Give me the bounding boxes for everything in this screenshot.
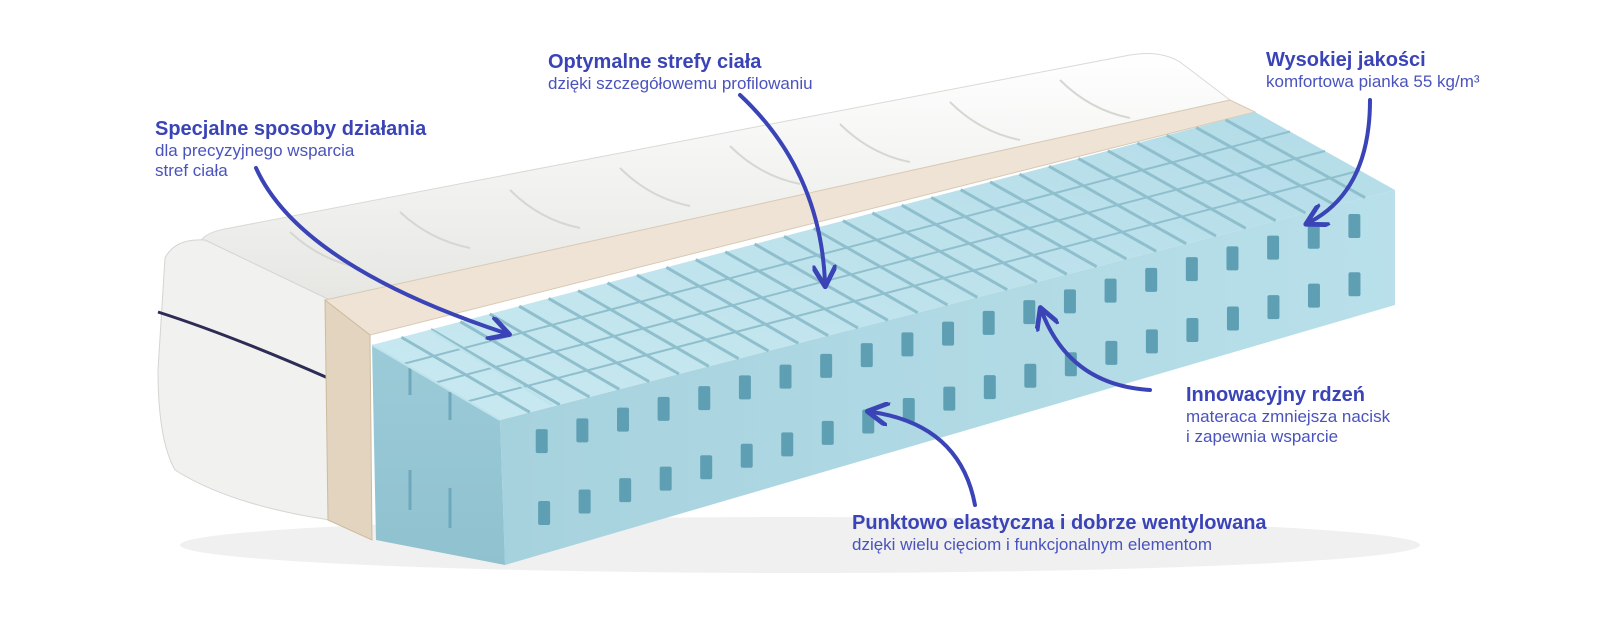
foam-front-cuts bbox=[535, 214, 1361, 525]
front-cutout bbox=[1348, 214, 1361, 239]
arrow-special-modes bbox=[254, 166, 505, 333]
callout-core: Innowacyjny rdzeń materaca zmniejsza nac… bbox=[1186, 383, 1390, 447]
foam-end-slots bbox=[408, 368, 452, 528]
front-cutout bbox=[781, 432, 794, 457]
callout-ventilation: Punktowo elastyczna i dobrze wentylowana… bbox=[852, 511, 1267, 555]
callout-high-quality: Wysokiej jakości komfortowa pianka 55 kg… bbox=[1266, 48, 1480, 92]
front-cutout bbox=[1145, 329, 1158, 354]
arrow-body-zones bbox=[738, 93, 825, 282]
front-cutout bbox=[738, 375, 751, 400]
front-cutout bbox=[1104, 278, 1117, 303]
front-cutout bbox=[1105, 340, 1118, 365]
callout-special-modes: Specjalne sposoby działania dla precyzyj… bbox=[155, 117, 426, 181]
front-cutout bbox=[1023, 300, 1036, 325]
front-cutout bbox=[535, 429, 548, 454]
front-cutout bbox=[902, 398, 915, 423]
front-cutout bbox=[1307, 224, 1320, 249]
arrow-high-quality bbox=[1310, 98, 1372, 222]
front-cutout bbox=[983, 375, 996, 400]
front-cutout bbox=[942, 321, 955, 346]
front-cutout bbox=[659, 466, 672, 491]
front-cutout bbox=[1307, 283, 1320, 308]
front-cutout bbox=[943, 386, 956, 411]
foam-core-end bbox=[372, 345, 505, 565]
comfort-layer-front bbox=[324, 298, 373, 541]
front-cutout bbox=[1226, 246, 1239, 271]
mattress-cover-end bbox=[157, 239, 331, 521]
callout-line: materaca zmniejsza nacisk bbox=[1186, 407, 1391, 426]
front-cutout bbox=[1186, 317, 1199, 342]
callout-arrows bbox=[254, 93, 1372, 507]
callout-line: stref ciała bbox=[155, 161, 228, 180]
callout-body-zones: Optymalne strefy ciała dzięki szczegółow… bbox=[548, 50, 813, 94]
top-long-cut bbox=[403, 130, 1291, 365]
front-cutout bbox=[576, 418, 589, 443]
callout-line: dla precyzyjnego wsparcia bbox=[155, 141, 355, 160]
callout-title: Optymalne strefy ciała bbox=[548, 51, 762, 73]
callout-line: i zapewnia wsparcie bbox=[1186, 427, 1339, 446]
front-cutout bbox=[657, 396, 670, 421]
foam-top-cuts bbox=[400, 118, 1366, 414]
front-cutout bbox=[619, 478, 632, 503]
front-cutout bbox=[901, 332, 914, 357]
front-cutout bbox=[821, 420, 834, 445]
callout-title: Innowacyjny rdzeń bbox=[1186, 384, 1365, 406]
foam-core-front bbox=[500, 190, 1395, 565]
callout-line: dzięki szczegółowemu profilowaniu bbox=[548, 74, 813, 93]
callout-line: komfortowa pianka 55 kg/m³ bbox=[1266, 72, 1480, 91]
arrow-core bbox=[1042, 312, 1152, 392]
top-long-cut bbox=[467, 169, 1361, 403]
cover-zipper bbox=[157, 310, 329, 380]
front-cutout bbox=[1226, 306, 1239, 331]
front-cutout bbox=[578, 489, 591, 514]
front-cutout bbox=[1024, 363, 1037, 388]
front-cutout bbox=[1063, 289, 1076, 314]
front-cutout bbox=[698, 386, 711, 411]
foam-end-ridges bbox=[371, 329, 553, 421]
front-cutout bbox=[538, 500, 551, 525]
front-cutout bbox=[1185, 257, 1198, 282]
front-cutout bbox=[779, 364, 792, 389]
front-cutout bbox=[700, 455, 713, 480]
callout-title: Wysokiej jakości bbox=[1266, 49, 1426, 71]
callout-title: Punktowo elastyczna i dobrze wentylowana bbox=[852, 512, 1267, 534]
front-cutout bbox=[1145, 267, 1158, 292]
front-cutout bbox=[1267, 295, 1280, 320]
front-cutout bbox=[1267, 235, 1280, 260]
callout-title: Specjalne sposoby działania bbox=[155, 118, 427, 140]
top-long-cut bbox=[435, 150, 1326, 384]
front-cutout bbox=[982, 310, 995, 335]
front-cutout bbox=[820, 353, 833, 378]
front-cutout bbox=[1348, 272, 1361, 297]
front-cutout bbox=[860, 343, 873, 368]
front-cutout bbox=[740, 443, 753, 468]
arrow-ventilation bbox=[872, 412, 977, 507]
callout-line: dzięki wielu cięciom i funkcjonalnym ele… bbox=[852, 535, 1212, 554]
front-cutout bbox=[616, 407, 629, 432]
